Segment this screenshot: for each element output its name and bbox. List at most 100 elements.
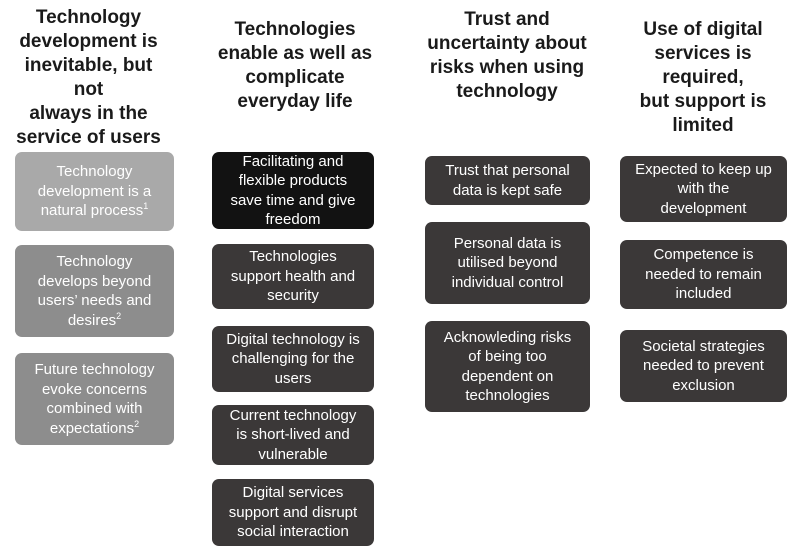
- heading-line: limited: [672, 115, 734, 136]
- box-line: combined with: [34, 399, 154, 419]
- box-line: Digital technology is: [226, 330, 359, 350]
- heading-line: complicate: [245, 67, 345, 88]
- box-line-text: users: [274, 369, 312, 387]
- box-line: Technology: [38, 162, 151, 182]
- box-line-text: with the: [677, 180, 730, 198]
- box-line: Trust that personal: [445, 161, 570, 181]
- box-line-text: utilised beyond: [457, 254, 558, 272]
- box-line-text: Expected to keep up: [635, 160, 772, 178]
- box-line: Societal strategies: [642, 337, 765, 357]
- box-line-text: Societal strategies: [642, 337, 765, 355]
- box-line-text: is short-lived and: [236, 426, 350, 444]
- box-line-text: security: [267, 287, 319, 305]
- box-line: Acknowleding risks: [444, 328, 572, 348]
- box-line: individual control: [452, 273, 564, 293]
- box-line: with the: [635, 179, 772, 199]
- box-line-text: freedom: [265, 211, 321, 228]
- heading-line: but support is: [639, 91, 767, 112]
- box-line: support health and: [231, 267, 355, 287]
- box-line: of being too: [444, 347, 572, 367]
- box-line-text: evoke concerns: [41, 380, 148, 398]
- box-line: is short-lived and: [230, 425, 357, 445]
- heading-line: uncertainty about: [427, 33, 587, 54]
- heading-line: technology: [456, 81, 558, 102]
- box-line: Facilitating and: [230, 152, 355, 172]
- box-line-text: natural process: [40, 202, 144, 220]
- box-line-text: Competence is: [653, 246, 754, 264]
- column-heading: Use of digital services is required, but s…: [612, 18, 794, 138]
- heading-line: service of users: [16, 127, 161, 148]
- box-line-text: save time and give: [230, 191, 356, 209]
- heading-line: risks when using: [429, 57, 585, 78]
- heading-line: inevitable, but not: [24, 55, 153, 100]
- reference-superscript: 1: [143, 201, 149, 212]
- heading-line: Trust and: [464, 9, 550, 30]
- box-line-text: dependent on: [461, 367, 554, 385]
- box-line-text: social interaction: [237, 523, 349, 541]
- box-line-text: development: [660, 199, 747, 217]
- heading-line: enable as well as: [217, 43, 373, 64]
- box-line: vulnerable: [230, 445, 357, 465]
- box-line: save time and give: [230, 191, 355, 211]
- theme-box: Future technology evoke concerns combined …: [15, 353, 174, 445]
- box-line-text: Trust that personal: [445, 162, 570, 179]
- box-line: Personal data is: [452, 234, 564, 254]
- box-line: desires2: [38, 311, 152, 331]
- heading-line: services is required,: [654, 43, 752, 88]
- box-line-text: Personal data is: [453, 234, 562, 252]
- column-heading: Trust and uncertainty about risks when usi…: [412, 8, 602, 104]
- box-line: develops beyond: [38, 272, 152, 292]
- box-line: Digital services: [229, 483, 357, 503]
- box-line-text: Technology: [56, 163, 133, 181]
- box-line-text: Acknowleding risks: [443, 328, 572, 346]
- reference-superscript: 2: [116, 310, 122, 321]
- box-line-text: users’ needs and: [37, 292, 152, 309]
- theme-box: Digital technology is challenging for the…: [212, 326, 374, 392]
- box-line: expectations2: [34, 419, 154, 439]
- box-line-text: Digital technology is: [226, 330, 360, 348]
- box-line-text: data is kept safe: [452, 181, 563, 199]
- box-line: Technology: [38, 252, 152, 272]
- reference-superscript: 2: [134, 418, 140, 429]
- box-line-text: technologies: [465, 387, 550, 404]
- box-line: data is kept safe: [445, 181, 570, 201]
- box-line-text: needed to prevent: [643, 357, 764, 375]
- box-line: Competence is: [645, 245, 762, 265]
- box-line-text: development is a: [37, 182, 152, 200]
- box-line-text: Facilitating and: [242, 152, 344, 170]
- box-line: dependent on: [444, 367, 572, 387]
- box-line: freedom: [230, 210, 355, 230]
- heading-line: Use of digital: [643, 19, 763, 40]
- box-line-text: Future technology: [34, 361, 155, 378]
- box-line: Technologies: [231, 247, 355, 267]
- box-line-text: vulnerable: [258, 445, 328, 463]
- box-line-text: individual control: [451, 273, 564, 291]
- box-line: utilised beyond: [452, 253, 564, 273]
- box-line-text: Current technology: [229, 406, 357, 424]
- box-line: technologies: [444, 386, 572, 406]
- heading-line: development is: [19, 31, 158, 52]
- box-line-text: expectations: [49, 419, 135, 437]
- box-line: natural process1: [38, 201, 151, 221]
- box-line: support and disrupt: [229, 503, 357, 523]
- theme-box: Trust that personal data is kept safe: [425, 156, 590, 205]
- box-line-text: challenging for the: [231, 350, 355, 368]
- heading-line: Technologies: [234, 19, 356, 40]
- heading-line: always in the: [29, 103, 148, 124]
- box-line: users’ needs and: [38, 291, 152, 311]
- box-line: included: [645, 284, 762, 304]
- box-line-text: Digital services: [242, 484, 344, 502]
- box-line-text: combined with: [46, 400, 143, 417]
- box-line-text: support health and: [230, 267, 356, 285]
